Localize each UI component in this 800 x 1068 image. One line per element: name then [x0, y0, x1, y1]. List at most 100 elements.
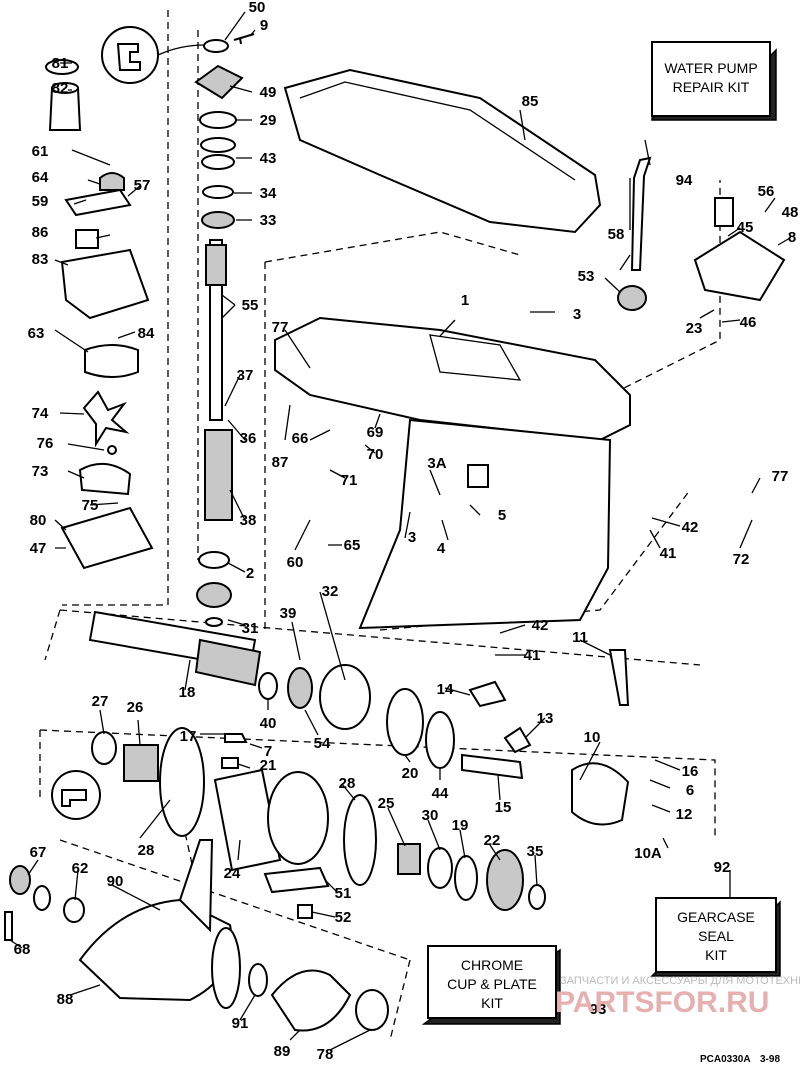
part-number-label: 12	[676, 806, 693, 823]
part-number-label: 87	[272, 454, 289, 471]
part-number-label: 71	[341, 472, 358, 489]
part-number-label: 39	[280, 605, 297, 622]
chrome-cup-kit-box: CHROME CUP & PLATE KIT	[421, 945, 561, 1025]
part-number-label: 61	[32, 143, 49, 160]
drawing-code: PCA0330A	[700, 1054, 751, 1065]
part-number-label: 10A	[634, 845, 662, 862]
part-number-label: 60	[287, 554, 304, 571]
part-number-label: 10	[584, 729, 601, 746]
part-number-label: 77	[272, 319, 289, 336]
part-number-label: 16	[682, 763, 699, 780]
part-number-label: 66	[292, 430, 309, 447]
part-number-label: 1	[461, 292, 469, 309]
part-number-label: 40	[260, 715, 277, 732]
part-number-label: 6	[686, 782, 694, 799]
part-number-label: 54	[314, 735, 331, 752]
part-number-label: 77	[772, 468, 789, 485]
part-number-label: 28	[138, 842, 155, 859]
chrome-cup-kit-line-1: CHROME	[461, 957, 523, 973]
part-number-label: 20	[402, 765, 419, 782]
part-number-label: 53	[578, 268, 595, 285]
chrome-cup-kit-line-2: CUP & PLATE	[447, 976, 537, 992]
part-number-label: 44	[432, 785, 449, 802]
part-number-label: 76	[37, 435, 54, 452]
part-number-label: 4	[437, 540, 446, 557]
gearcase-seal-kit-box: GEARCASE SEAL KIT	[650, 897, 781, 977]
part-number-label: 31	[242, 620, 259, 637]
part-number-label: 2	[246, 565, 254, 582]
part-number-label: 49	[260, 84, 277, 101]
leader-lines	[9, 11, 791, 1051]
part-number-label: 42	[682, 519, 699, 536]
part-number-label: 90	[107, 873, 124, 890]
part-number-label: 93	[590, 1001, 607, 1018]
seal-callout-icon	[51, 770, 101, 820]
watermark-caption: ЗАПЧАСТИ И АКСЕССУАРЫ ДЛЯ МОТОТЕХНИКИ	[560, 975, 800, 987]
water-pump-kit-box: WATER PUMP REPAIR KIT	[651, 41, 777, 121]
part-number-label: 11	[572, 629, 588, 646]
part-number-label: 57	[134, 177, 151, 194]
part-number-label: 91	[232, 1015, 249, 1032]
part-number-label: 7	[264, 743, 272, 760]
part-number-label: 8	[788, 229, 796, 246]
part-number-label: 85	[522, 93, 539, 110]
part-number-label: 46	[740, 314, 757, 331]
parts-artwork	[4, 26, 786, 1032]
part-number-label: 67	[30, 844, 47, 861]
water-pump-kit-line-2: REPAIR KIT	[673, 79, 750, 95]
part-number-label: 73	[32, 463, 49, 480]
part-number-label: 83	[32, 251, 49, 268]
part-number-label: 74	[32, 405, 49, 422]
part-number-label: 27	[92, 693, 109, 710]
gearcase-seal-kit-line-1: GEARCASE	[677, 909, 755, 925]
part-number-label: 37	[237, 367, 254, 384]
part-number-label: 72	[733, 551, 750, 568]
part-number-label: 45	[737, 219, 754, 236]
part-number-label: 47	[30, 540, 47, 557]
part-number-label: 3	[408, 529, 416, 546]
part-number-label: 78	[317, 1046, 334, 1063]
part-number-label: 68	[14, 941, 31, 958]
part-number-label: 32	[322, 583, 339, 600]
part-number-label: 24	[224, 865, 241, 882]
part-number-label: 21	[260, 757, 277, 774]
part-number-label: 3A	[427, 455, 446, 472]
part-number-label: 64	[32, 169, 49, 186]
gearcase-seal-kit-line-3: KIT	[705, 947, 727, 963]
part-number-label: 82	[52, 80, 69, 97]
part-number-label: 65	[344, 537, 361, 554]
part-number-label: 94	[676, 172, 693, 189]
part-number-label: 62	[72, 860, 89, 877]
part-number-label: 5	[498, 507, 506, 524]
part-number-label: 23	[686, 320, 703, 337]
part-number-label: 92	[714, 859, 731, 876]
chrome-cup-kit-line-3: KIT	[481, 995, 503, 1011]
part-number-label: 51	[335, 885, 352, 902]
part-number-label: 50	[249, 0, 266, 16]
part-number-label: 70	[367, 446, 384, 463]
seal-part	[203, 39, 229, 53]
part-number-label: 35	[527, 843, 544, 860]
part-number-label: 88	[57, 991, 74, 1008]
part-number-label: 52	[335, 909, 352, 926]
part-number-label: 14	[437, 681, 454, 698]
part-number-label: 58	[608, 226, 625, 243]
part-number-label: 41	[660, 545, 677, 562]
part-number-label: 18	[179, 684, 196, 701]
part-number-label: 55	[242, 297, 259, 314]
part-number-label: 19	[452, 817, 469, 834]
part-number-label: 56	[758, 183, 775, 200]
part-number-label: 42	[532, 617, 549, 634]
watermark-brand: PARTSFOR.RU	[555, 986, 769, 1019]
part-number-label: 9	[260, 17, 268, 34]
gearcase-seal-kit-line-2: SEAL	[698, 928, 734, 944]
part-number-label: 80	[30, 512, 47, 529]
part-number-label: 36	[240, 430, 257, 447]
part-number-label: 48	[782, 204, 799, 221]
part-number-label: 25	[378, 795, 395, 812]
part-number-label: 43	[260, 150, 277, 167]
part-number-label: 75	[82, 497, 99, 514]
